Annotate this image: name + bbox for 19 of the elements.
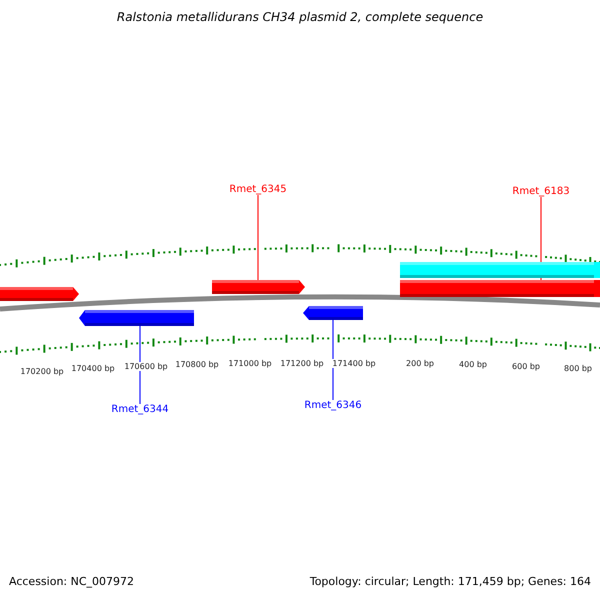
footer-text: Topology: circular; Length: 171,459 bp; Genes: 164	[310, 575, 591, 588]
scale-label: 170800 bp	[175, 360, 219, 369]
leader-line	[332, 320, 334, 400]
scale-label: 400 bp	[459, 360, 487, 369]
scale-label: 171400 bp	[332, 359, 376, 368]
gene-label: Rmet_6346	[304, 400, 362, 411]
gene-label: Rmet_6183	[512, 186, 570, 197]
scale-label: 800 bp	[564, 364, 592, 373]
scale-label: 170600 bp	[124, 362, 168, 371]
scale-label: 200 bp	[406, 359, 434, 368]
scale-label: 170200 bp	[20, 367, 64, 376]
scale-label: 600 bp	[512, 362, 540, 371]
scale-label: 170400 bp	[71, 364, 115, 373]
gene-label: Rmet_6345	[229, 184, 287, 195]
gene-label: Rmet_6344	[111, 404, 169, 415]
footer-text: Accession: NC_007972	[9, 575, 134, 588]
map-title: Ralstonia metallidurans CH34 plasmid 2, complete sequence	[116, 10, 484, 24]
scale-label: 171200 bp	[280, 359, 324, 368]
scale-label: 171000 bp	[228, 359, 272, 368]
